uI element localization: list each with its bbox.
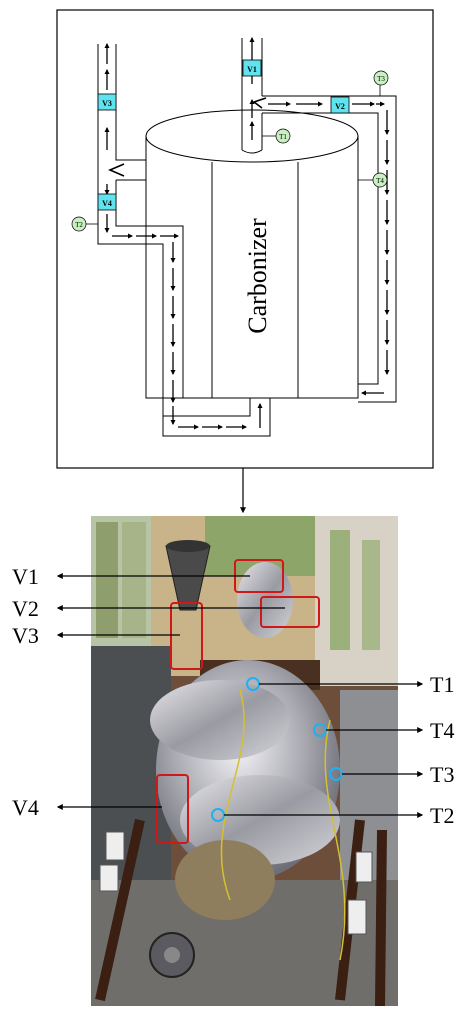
svg-text:T3: T3 xyxy=(377,75,385,83)
photo-label-v2: V2 xyxy=(12,596,39,621)
svg-text:V2: V2 xyxy=(335,102,345,111)
schematic-diagram: Carbonizer xyxy=(57,10,433,468)
svg-text:T1: T1 xyxy=(279,133,287,141)
photo-label-v4: V4 xyxy=(12,795,39,820)
valve-v1: V1 xyxy=(243,60,261,76)
svg-text:V1: V1 xyxy=(247,65,257,74)
photo-label-v3: V3 xyxy=(12,623,39,648)
svg-text:V3: V3 xyxy=(102,99,112,108)
svg-text:V4: V4 xyxy=(102,199,112,208)
photo-label-t2: T2 xyxy=(430,803,454,828)
photo-label-t1: T1 xyxy=(430,672,454,697)
svg-text:T4: T4 xyxy=(376,177,384,185)
photo-label-v1: V1 xyxy=(12,564,39,589)
vessel-label: Carbonizer xyxy=(243,218,272,334)
photo-label-t3: T3 xyxy=(430,762,454,787)
photo-label-t4: T4 xyxy=(430,718,454,743)
valve-v2: V2 xyxy=(331,97,349,113)
valve-v3: V3 xyxy=(98,94,116,110)
svg-text:T2: T2 xyxy=(75,221,83,229)
apparatus-photo xyxy=(91,516,398,1006)
valve-v4: V4 xyxy=(98,194,116,210)
